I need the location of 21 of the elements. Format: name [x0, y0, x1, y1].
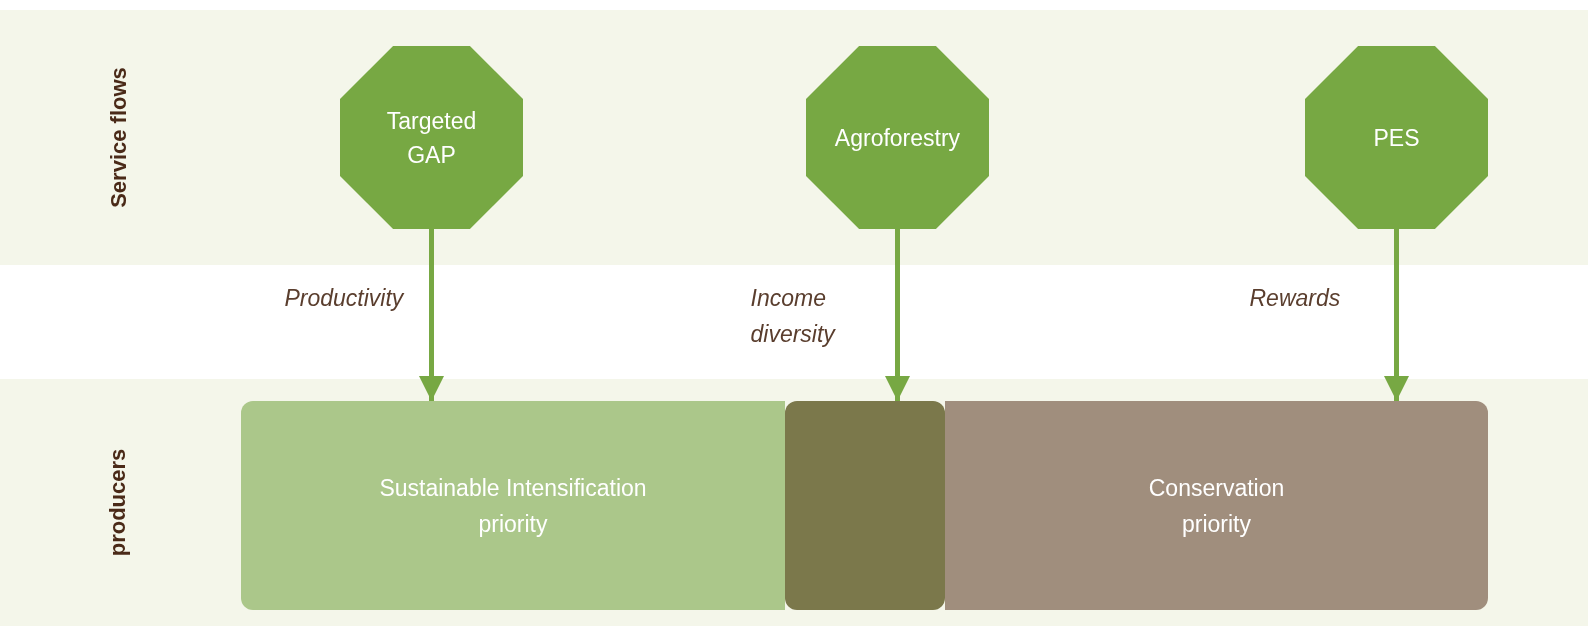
arrow — [1384, 229, 1409, 401]
band-background — [0, 379, 1588, 626]
node-text: Targeted GAP — [385, 106, 478, 170]
node-text: Agroforestry — [833, 123, 962, 153]
edge-label: Income diversity — [750, 284, 837, 349]
arrow — [419, 229, 444, 401]
band-label: producers — [104, 448, 132, 557]
node-text: PES — [1372, 123, 1421, 153]
node-text: Sustainable Intensification priority — [378, 473, 648, 539]
overlap-region — [785, 401, 945, 610]
node-text: Conservation priority — [1147, 473, 1286, 539]
edge-label: Productivity — [284, 284, 405, 313]
octagon-node — [806, 46, 989, 229]
octagon-node — [1305, 46, 1488, 229]
band-label: Service flows — [104, 67, 132, 208]
arrow — [885, 229, 910, 401]
edge-label: Rewards — [1249, 284, 1342, 313]
band-background — [0, 10, 1588, 265]
priority-box — [945, 401, 1488, 610]
priority-box — [241, 401, 785, 610]
octagon-node — [340, 46, 523, 229]
